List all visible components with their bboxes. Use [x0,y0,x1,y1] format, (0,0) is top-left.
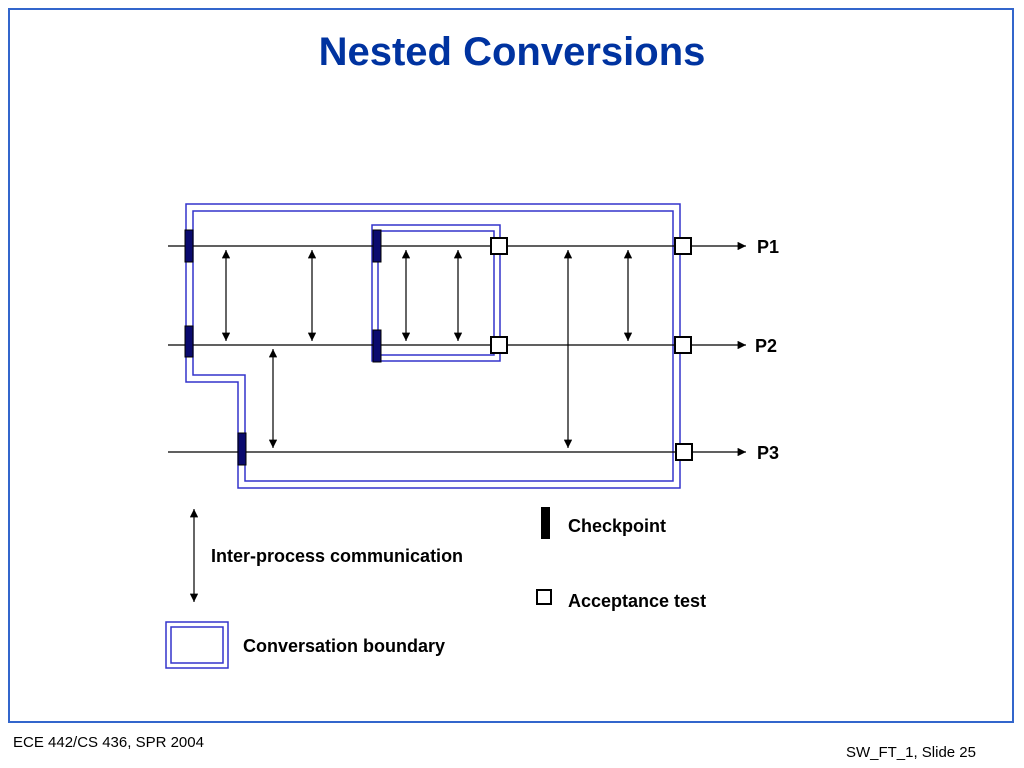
checkpoint-marker [372,329,382,363]
footer-slide-number: SW_FT_1, Slide 25 [845,744,976,761]
checkpoint-marker [184,325,194,358]
legend-acceptance-test-icon [536,589,552,605]
acceptance-test-marker [674,237,692,255]
checkpoint-marker [237,432,247,466]
legend-ipc-label: Inter-process communication [211,546,464,566]
legend-checkpoint-label: Checkpoint [568,516,667,536]
acceptance-test-marker [675,443,693,461]
legend-boundary-label: Conversation boundary [243,636,446,656]
acceptance-test-marker [490,237,508,255]
checkpoint-marker [184,229,194,263]
checkpoint-marker [372,229,382,263]
legend-acceptance-test-label: Acceptance test [568,591,707,611]
acceptance-test-marker [490,336,508,354]
legend-checkpoint-icon [541,507,550,539]
slide-frame [8,8,1014,723]
slide-title: Nested Conversions [318,30,706,74]
outer-conversation-boundary [185,203,681,489]
p1-label: P1 [757,237,780,257]
inner-conversation-boundary [371,224,501,362]
acceptance-test-marker [674,336,692,354]
p2-label: P2 [755,336,778,356]
footer-course: ECE 442/CS 436, SPR 2004 [13,734,204,751]
legend-boundary-icon [165,621,229,669]
p3-label: P3 [757,443,780,463]
